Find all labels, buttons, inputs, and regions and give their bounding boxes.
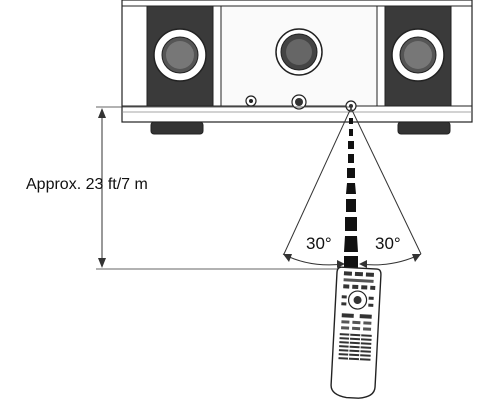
right-angle-label: 30° (375, 234, 401, 253)
ir-beam (344, 118, 358, 268)
range-sector (282, 107, 422, 268)
distance-dimension (96, 106, 351, 270)
right-angle-arc (359, 253, 422, 266)
distance-label: Approx. 23 ft/7 m (26, 176, 148, 193)
remote-control (330, 266, 382, 399)
amplifier (121, 0, 473, 135)
left-angle-label: 30° (306, 234, 332, 253)
left-foot (150, 121, 204, 135)
right-foot (397, 121, 451, 135)
left-angle-arc (282, 253, 345, 266)
